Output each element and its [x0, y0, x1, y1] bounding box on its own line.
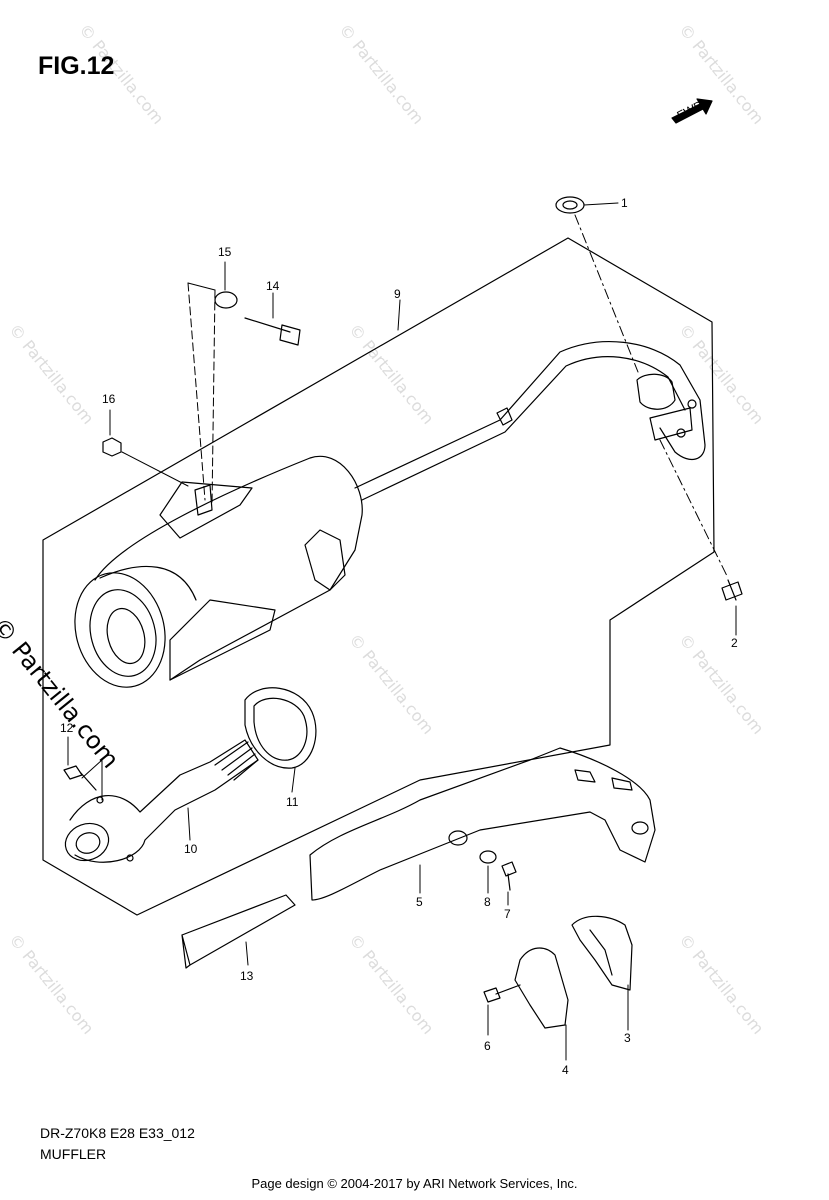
- callout-8: 8: [484, 895, 491, 909]
- callout-1: 1: [621, 196, 628, 210]
- callout-3: 3: [624, 1031, 631, 1045]
- callout-6: 6: [484, 1039, 491, 1053]
- bolt-2: [721, 579, 743, 601]
- callout-2: 2: [731, 636, 738, 650]
- gasket-washer-1: [555, 196, 585, 214]
- heat-shield-bracket-right: [571, 915, 633, 991]
- forward-arrow-icon: FWD: [671, 98, 713, 124]
- heat-shield: [309, 747, 656, 901]
- heat-shield-bracket-left: [514, 947, 569, 1029]
- callout-9: 9: [394, 287, 401, 301]
- callout-12: 12: [60, 721, 74, 735]
- callout-14: 14: [266, 279, 280, 293]
- callout-labels: 1 2 3 4 5 6 7 8 9 10 11 12 13 14 15 16: [60, 196, 738, 1077]
- figure-title: FIG.12: [38, 52, 115, 80]
- callout-16: 16: [102, 392, 116, 406]
- washer-15: [214, 291, 238, 309]
- callout-7: 7: [504, 907, 511, 921]
- muffler-body: [74, 455, 363, 688]
- protector-plate: [181, 894, 296, 969]
- bolt-7: [501, 861, 517, 891]
- bolt-14: [244, 317, 301, 346]
- exhaust-pipe: [354, 341, 706, 501]
- callout-4: 4: [562, 1063, 569, 1077]
- copyright-footer: Page design © 2004-2017 by ARI Network S…: [251, 1176, 578, 1191]
- washer-8: [479, 850, 497, 864]
- tail-pipe: [64, 739, 259, 863]
- gasket: [244, 687, 317, 769]
- callout-15: 15: [218, 245, 232, 259]
- leader-lines: [67, 202, 737, 1061]
- callout-10: 10: [184, 842, 198, 856]
- bolt-12: [63, 765, 97, 791]
- nut-16: [102, 437, 122, 457]
- callout-5: 5: [416, 895, 423, 909]
- bolt-6: [483, 984, 521, 1003]
- model-code: DR-Z70K8 E28 E33_012: [40, 1125, 195, 1141]
- callout-13: 13: [240, 969, 254, 983]
- assembly-outline: [42, 237, 715, 916]
- callout-11: 11: [286, 795, 299, 809]
- section-name: MUFFLER: [40, 1146, 107, 1162]
